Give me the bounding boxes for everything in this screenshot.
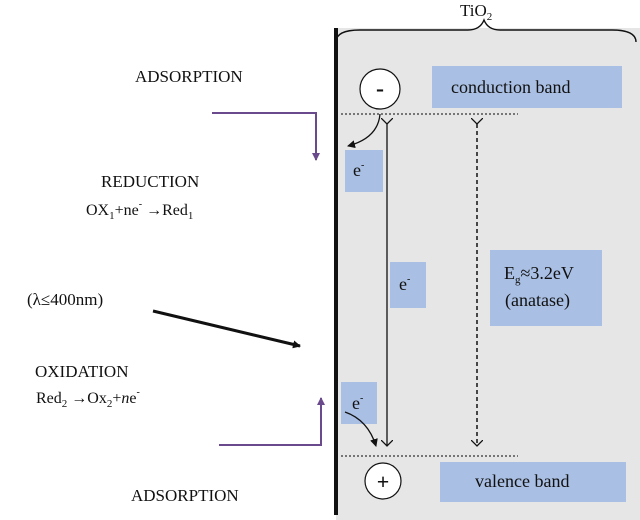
adsorption-arrow-top (212, 112, 320, 161)
band-gap-box (490, 250, 602, 326)
hole-charge-symbol: + (377, 469, 390, 494)
light-arrow (152, 309, 301, 349)
tio2-title: TiO2 (460, 1, 492, 23)
electron-transfer-arrow-bottom (344, 411, 378, 447)
tio2-brace (335, 18, 637, 43)
oxidation-equation: Red2→Ox2+ne- (36, 387, 140, 410)
reduction-equation: OX1+ne-→Red1 (86, 199, 193, 222)
adsorption-label-top: ADSORPTION (135, 67, 243, 86)
conduction-band-label: conduction band (451, 77, 570, 97)
adsorption-arrow-bottom (219, 397, 325, 446)
electron-box-mid (390, 262, 426, 308)
band-gap-phase: (anatase) (505, 290, 570, 311)
electron-label-bottom: e- (352, 393, 363, 413)
electron-label-mid: e- (399, 274, 410, 294)
electron-box-top (345, 150, 383, 192)
electron-label-top: e- (353, 160, 364, 180)
valence-band-label: valence band (475, 471, 569, 491)
valence-band-box (440, 462, 626, 502)
band-gap-label: Eg≈3.2eV (504, 263, 574, 286)
electron-charge-symbol: - (376, 76, 384, 102)
oxidation-label: OXIDATION (35, 362, 128, 381)
electron-transfer-arrow-top (347, 113, 381, 149)
conduction-band-box (432, 66, 622, 108)
hole-charge-circle (364, 462, 402, 500)
electron-box-bottom (341, 382, 377, 424)
electron-charge-circle (359, 68, 401, 110)
wavelength-label: (λ≤400nm) (27, 290, 103, 309)
adsorption-label-bottom: ADSORPTION (131, 486, 239, 505)
reduction-label: REDUCTION (101, 172, 199, 191)
